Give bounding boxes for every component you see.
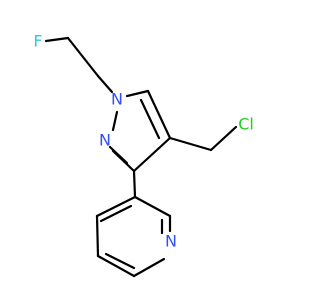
bond-c4-c3	[132, 136, 172, 173]
atom-label-chlorine: Cl	[238, 115, 254, 134]
atom-label-pyridine-n: N	[165, 232, 177, 251]
bond-py-c3-c4	[95, 195, 137, 218]
bond-c3-pyridine	[132, 169, 137, 199]
bond-ch2-n1	[96, 74, 114, 94]
bond-ch2-ch2	[66, 36, 100, 78]
bond-c5-c4	[146, 89, 172, 140]
atom-labels: F N N Cl N	[33, 32, 253, 251]
bond-f-ch2	[44, 36, 70, 43]
bond-py-c6-c1	[132, 257, 166, 278]
bond-py-c4-c5	[95, 214, 100, 258]
bond-c3-n2-double	[108, 145, 129, 165]
bond-c5-c4-double	[139, 98, 161, 140]
bond-py-c5-c6-double	[104, 252, 136, 270]
bond-py-c3-c4-double	[99, 204, 133, 223]
bond-py-c2-c3	[133, 195, 172, 218]
chemical-structure: F N N Cl N	[33, 32, 254, 278]
bond-n2-n1	[111, 110, 119, 132]
bonds	[44, 36, 238, 278]
bond-ch2-cl	[209, 125, 238, 152]
atom-label-pyrazole-n1: N	[111, 90, 123, 109]
bond-n1-c5	[125, 89, 150, 98]
bond-c4-ch2	[168, 136, 213, 152]
bond-py-c5-c6	[96, 254, 136, 278]
atom-label-pyrazole-n2: N	[99, 131, 111, 150]
atom-label-fluorine: F	[33, 32, 42, 51]
